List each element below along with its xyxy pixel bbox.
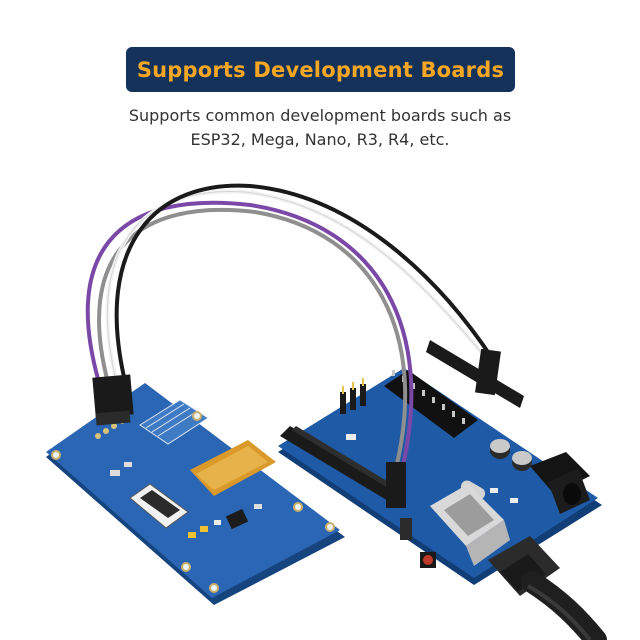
subtitle-line-1: Supports common development boards such … <box>128 106 512 125</box>
oled-display-module <box>46 383 345 605</box>
title-banner: Supports Development Boards <box>126 47 515 92</box>
jumper-wires <box>85 183 494 472</box>
wire-connectors <box>92 348 501 540</box>
usb-cable <box>488 536 607 640</box>
subtitle-line-2: ESP32, Mega, Nano, R3, R4, etc. <box>190 130 450 149</box>
development-board <box>278 340 602 585</box>
page-title: Supports Development Boards <box>136 57 505 82</box>
subtitle: Supports common development boards such … <box>0 104 640 152</box>
